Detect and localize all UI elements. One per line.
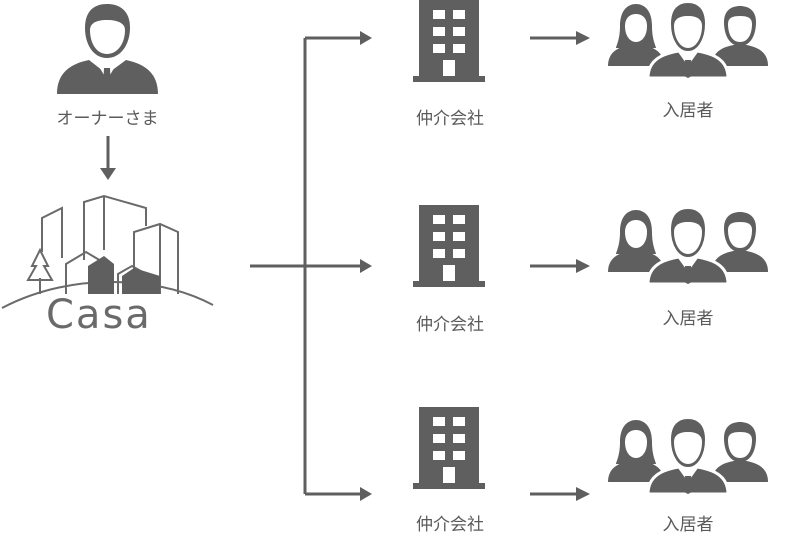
- tenants-group-icon: [608, 206, 768, 286]
- owner-to-casa-arrow: [100, 136, 116, 180]
- tenants-group-icon: [608, 416, 768, 496]
- agency-building-icon: [413, 205, 485, 287]
- casa-logo-text: Casa: [46, 292, 152, 338]
- owner-label: オーナーさま: [56, 109, 159, 129]
- tenants-label: 入居者: [662, 309, 714, 329]
- agency-building-icon: [413, 0, 485, 82]
- casa-logo-icon: [1, 194, 214, 309]
- tenants-label: 入居者: [662, 101, 714, 121]
- agency-label: 仲介会社: [416, 315, 484, 335]
- tenants-label: 入居者: [662, 515, 714, 535]
- owner-icon: [57, 4, 158, 94]
- agency-label: 仲介会社: [416, 109, 484, 129]
- agency-building-icon: [413, 407, 485, 489]
- tenants-group-icon: [608, 0, 768, 80]
- agency-label: 仲介会社: [416, 515, 484, 535]
